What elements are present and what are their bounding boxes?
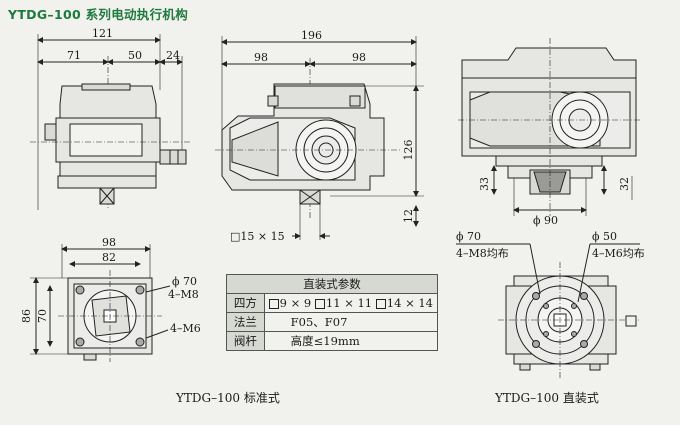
front-dim-left: 71	[67, 49, 81, 62]
bottom-dim-outer: 98	[102, 236, 116, 249]
params-table: 直装式参数 四方 9 × 9 11 × 11 14 × 14 法兰 F05、F0…	[226, 274, 439, 351]
side-dim-left: 98	[254, 51, 268, 64]
table-row: 阀杆 高度≤19mm	[226, 331, 439, 351]
front-view	[30, 34, 190, 210]
direct-view	[456, 243, 640, 378]
table-row: 法兰 F05、F07	[226, 312, 439, 332]
bottom-dim-height-inner: 70	[36, 309, 49, 323]
option-11x11: 11 × 11	[325, 296, 373, 310]
direct-dim-holes-right: 4–M6均布	[592, 247, 645, 260]
checkbox-9x9	[268, 299, 279, 309]
side-dim-base: 12	[402, 209, 415, 223]
caption-standard: YTDG–100 标准式	[176, 391, 280, 405]
front-dim-side: 24	[166, 49, 180, 62]
vertical-view	[458, 38, 640, 216]
vertical-dim-left: 33	[478, 177, 491, 191]
caption-direct: YTDG–100 直装式	[495, 391, 599, 405]
option-9x9: 9 × 9	[279, 296, 312, 310]
side-dim-right: 98	[352, 51, 366, 64]
side-dim-total: 196	[301, 29, 322, 42]
bottom-view	[30, 244, 171, 362]
option-14x14: 14 × 14	[386, 296, 433, 310]
row-label-square: 四方	[226, 293, 265, 313]
bottom-dim-bolt-circle: ϕ 70	[172, 275, 197, 288]
side-dim-height: 126	[402, 140, 415, 161]
bottom-dim-bolt-spec: 4–M8	[168, 288, 199, 301]
checkbox-11x11	[314, 299, 325, 309]
direct-dim-pcd-left: ϕ 70	[456, 230, 481, 243]
row-value-flange: F05、F07	[263, 312, 439, 332]
checkbox-14x14	[375, 299, 386, 309]
bottom-dim-inner: 82	[102, 251, 116, 264]
front-dim-right: 50	[128, 49, 142, 62]
direct-dim-holes-left: 4–M8均布	[456, 247, 509, 260]
vertical-dim-flange: ϕ 90	[533, 214, 558, 227]
front-dim-total: 121	[92, 27, 113, 40]
row-value-square: 9 × 9 11 × 11 14 × 14	[263, 293, 439, 313]
row-label-flange: 法兰	[226, 312, 265, 332]
page-title: YTDG–100 系列电动执行机构	[8, 7, 189, 22]
bottom-dim-thread: 4–M6	[170, 322, 201, 335]
row-value-stem: 高度≤19mm	[263, 331, 439, 351]
side-view	[215, 36, 424, 240]
row-label-stem: 阀杆	[226, 331, 265, 351]
vertical-dim-right: 32	[618, 177, 631, 191]
side-dim-square: □15 × 15	[230, 230, 285, 243]
params-table-header: 直装式参数	[226, 274, 438, 294]
table-row: 四方 9 × 9 11 × 11 14 × 14	[226, 293, 439, 313]
bottom-dim-height-outer: 86	[20, 309, 33, 323]
direct-dim-pcd-right: ϕ 50	[592, 230, 617, 243]
